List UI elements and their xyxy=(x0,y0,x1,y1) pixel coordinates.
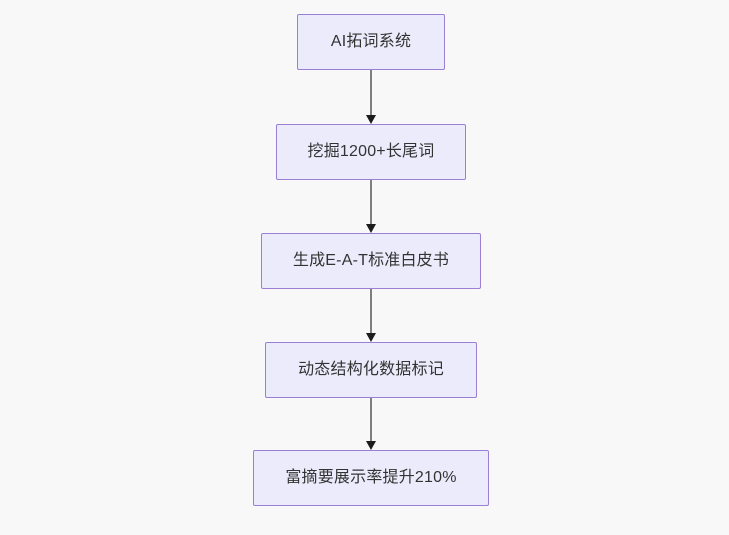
flow-node-label: 动态结构化数据标记 xyxy=(298,361,444,379)
flow-node-ai-keyword-system[interactable]: AI拓词系统 xyxy=(297,14,445,70)
arrow-head-icon xyxy=(365,441,376,450)
arrow-head-icon xyxy=(365,115,376,124)
arrow-head-icon xyxy=(365,333,376,342)
flow-node-dynamic-structured-data-markup[interactable]: 动态结构化数据标记 xyxy=(265,342,477,398)
flow-node-label: AI拓词系统 xyxy=(330,33,412,51)
flow-node-label: 富摘要展示率提升210% xyxy=(285,469,457,487)
flow-edge-line xyxy=(370,180,372,225)
flow-node-rich-snippet-impression-lift[interactable]: 富摘要展示率提升210% xyxy=(253,450,489,506)
flow-node-label: 挖掘1200+长尾词 xyxy=(307,143,435,161)
flow-edge-line xyxy=(370,70,372,116)
flow-node-mine-longtail-keywords[interactable]: 挖掘1200+长尾词 xyxy=(276,124,466,180)
flow-node-label: 生成E-A-T标准白皮书 xyxy=(292,252,450,270)
flow-node-generate-eat-whitepaper[interactable]: 生成E-A-T标准白皮书 xyxy=(261,233,481,289)
flow-edge-line xyxy=(370,398,372,442)
arrow-head-icon xyxy=(365,224,376,233)
flow-edge-line xyxy=(370,289,372,334)
